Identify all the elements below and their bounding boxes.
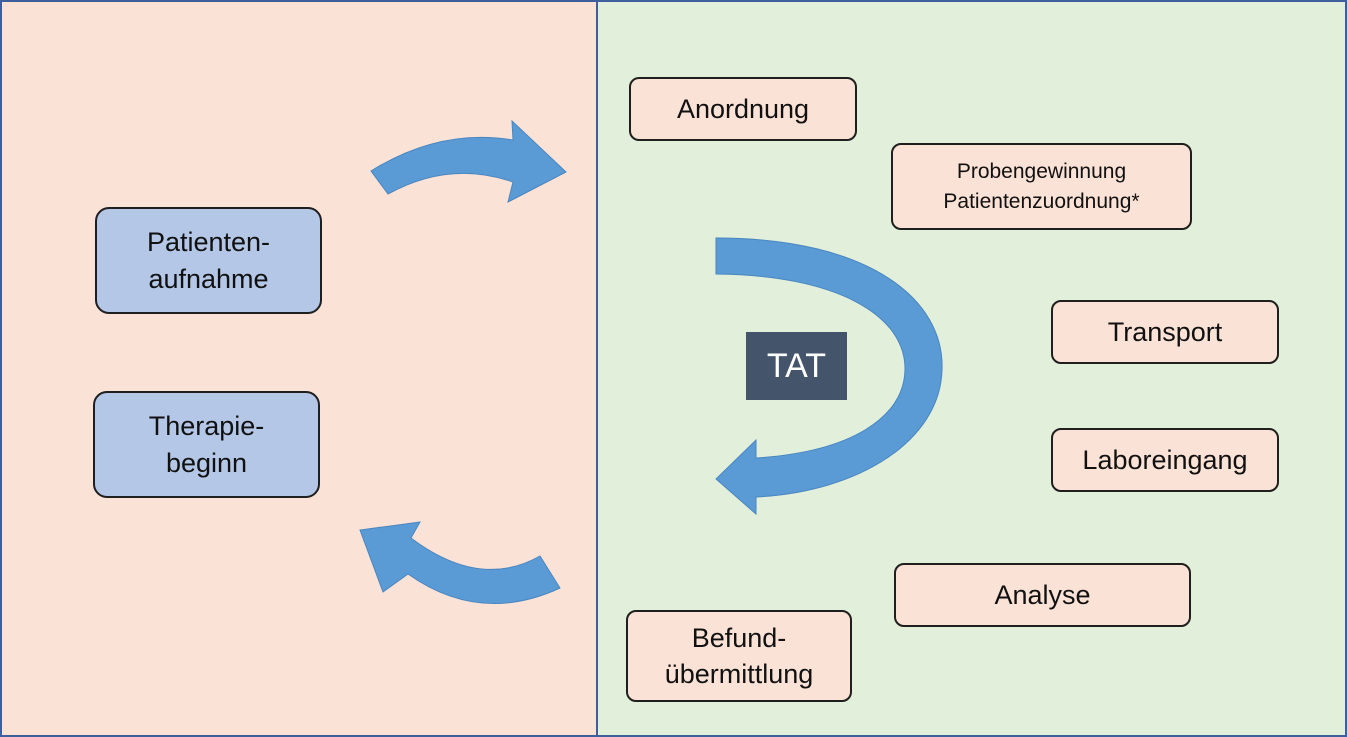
transport-box: Transport <box>1051 300 1279 364</box>
left-panel <box>0 0 597 737</box>
anordnung-label: Anordnung <box>676 93 810 124</box>
befund-line1: Befund- <box>691 622 787 653</box>
patientenaufnahme-line1: Patienten- <box>146 227 271 258</box>
befund-line2: übermittlung <box>664 659 814 689</box>
analyse-label: Analyse <box>994 579 1091 610</box>
probengewinnung-line1: Probengewinnung <box>956 160 1127 184</box>
tat-label-box: TAT <box>746 332 847 400</box>
probengewinnung-box: Probengewinnung Patientenzuordnung* <box>891 143 1192 230</box>
tat-label: TAT <box>766 346 827 385</box>
therapiebeginn-box: Therapie- beginn <box>93 391 320 498</box>
befunduebermittlung-box: Befund- übermittlung <box>626 610 852 702</box>
patientenaufnahme-line2: aufnahme <box>148 263 269 294</box>
analyse-box: Analyse <box>894 563 1191 627</box>
laboreingang-box: Laboreingang <box>1051 428 1279 492</box>
probengewinnung-line2: Patientenzuordnung* <box>943 189 1140 213</box>
therapiebeginn-line1: Therapie- <box>148 411 265 442</box>
laboreingang-label: Laboreingang <box>1082 444 1248 475</box>
anordnung-box: Anordnung <box>629 77 857 141</box>
patientenaufnahme-box: Patienten- aufnahme <box>95 207 322 314</box>
transport-label: Transport <box>1107 316 1223 347</box>
therapiebeginn-line2: beginn <box>165 447 248 478</box>
